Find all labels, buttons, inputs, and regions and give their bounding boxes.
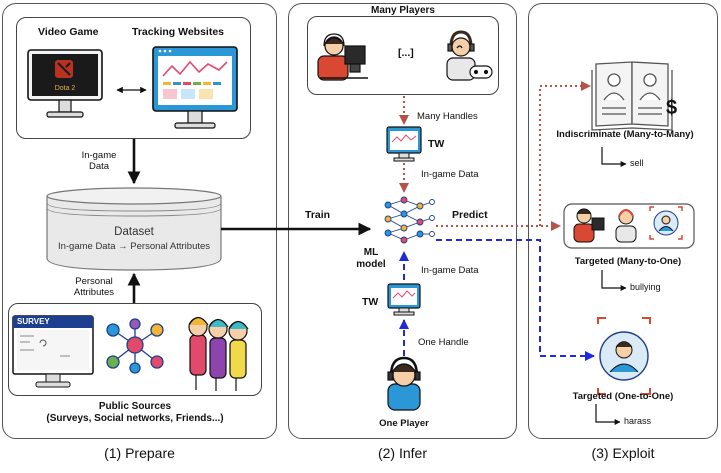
many-players-box (307, 16, 499, 95)
social-network-icon (106, 318, 164, 374)
tracking-websites-label: Tracking Websites (132, 26, 225, 38)
one-handle-label: One Handle (418, 337, 469, 348)
indiscriminate-label: Indiscriminate (Many-to-Many) (556, 129, 694, 140)
predict-label: Predict (452, 209, 488, 221)
public-sources-line2: (Surveys, Social networks, Friends...) (46, 413, 224, 424)
dataset-title: Dataset (114, 226, 154, 238)
predict-arrow-one-to-one (436, 239, 595, 361)
personal-attributes-label: Personal Attributes (64, 276, 124, 298)
train-label: Train (305, 209, 331, 221)
infer-caption: (2) Infer (377, 445, 427, 461)
ingame-data-bottom-label: In-game Data (421, 265, 479, 276)
survey-monitor-icon (12, 315, 94, 388)
game-logo-text: Dota 2 (54, 85, 76, 92)
predict-arrow-many-to-many (539, 81, 591, 226)
target-person-icon (597, 317, 651, 395)
video-game-label: Video Game (38, 26, 99, 38)
video-game-monitor-icon (27, 49, 103, 118)
dollar-sign: $ (666, 97, 678, 119)
headset-player-icon (446, 30, 493, 81)
public-sources-label: Public Sources (Surveys, Social networks… (8, 401, 262, 425)
prepare-caption: (1) Prepare (104, 445, 175, 461)
ml-model-line1: ML (363, 247, 379, 258)
id-book-icon (591, 61, 673, 131)
ingame-data-label-1: In-game Data (74, 150, 124, 172)
tw-top-label: TW (428, 138, 445, 150)
one-player-label: One Player (379, 418, 429, 429)
sell-arrow (601, 147, 627, 167)
tracking-website-monitor-icon (152, 46, 238, 129)
bullying-label: bullying (630, 282, 661, 292)
friends-group-icon (188, 316, 249, 391)
dataset-subtitle: In-game Data → Personal Attributes (57, 241, 211, 252)
ingame-data-line1: In-game (81, 150, 117, 161)
gamer-player-icon (317, 33, 368, 81)
ml-model-label: ML model (355, 247, 387, 271)
survey-header: SURVEY (17, 317, 50, 326)
bullying-arrow (601, 270, 627, 291)
harass-label: harass (624, 416, 652, 426)
many-players-label: Many Players (371, 5, 435, 16)
personal-attributes-line1: Personal (75, 276, 113, 287)
one-player-icon (387, 356, 421, 411)
public-sources-line1: Public Sources (98, 401, 172, 412)
personal-attributes-line2: Attributes (73, 287, 115, 298)
dataset-cylinder (46, 187, 222, 271)
ml-model-icon (384, 196, 435, 244)
tw-monitor-top-icon (386, 126, 422, 162)
sell-label: sell (630, 158, 644, 168)
harass-arrow (595, 404, 621, 425)
ingame-data-line2: Data (88, 161, 110, 172)
ellipsis-label: [...] (398, 47, 414, 59)
exploit-caption: (3) Exploit (591, 445, 655, 461)
targeted-one-to-one-label: Targeted (One-to-One) (572, 391, 674, 402)
many-to-one-players-icon (573, 206, 683, 243)
ingame-data-top-label: In-game Data (421, 169, 479, 180)
tw-bottom-label: TW (362, 296, 379, 308)
many-handles-label: Many Handles (417, 111, 478, 122)
ml-model-line2: model (356, 259, 386, 270)
tw-monitor-bottom-icon (387, 283, 421, 316)
targeted-many-to-one-label: Targeted (Many-to-One) (574, 256, 682, 267)
